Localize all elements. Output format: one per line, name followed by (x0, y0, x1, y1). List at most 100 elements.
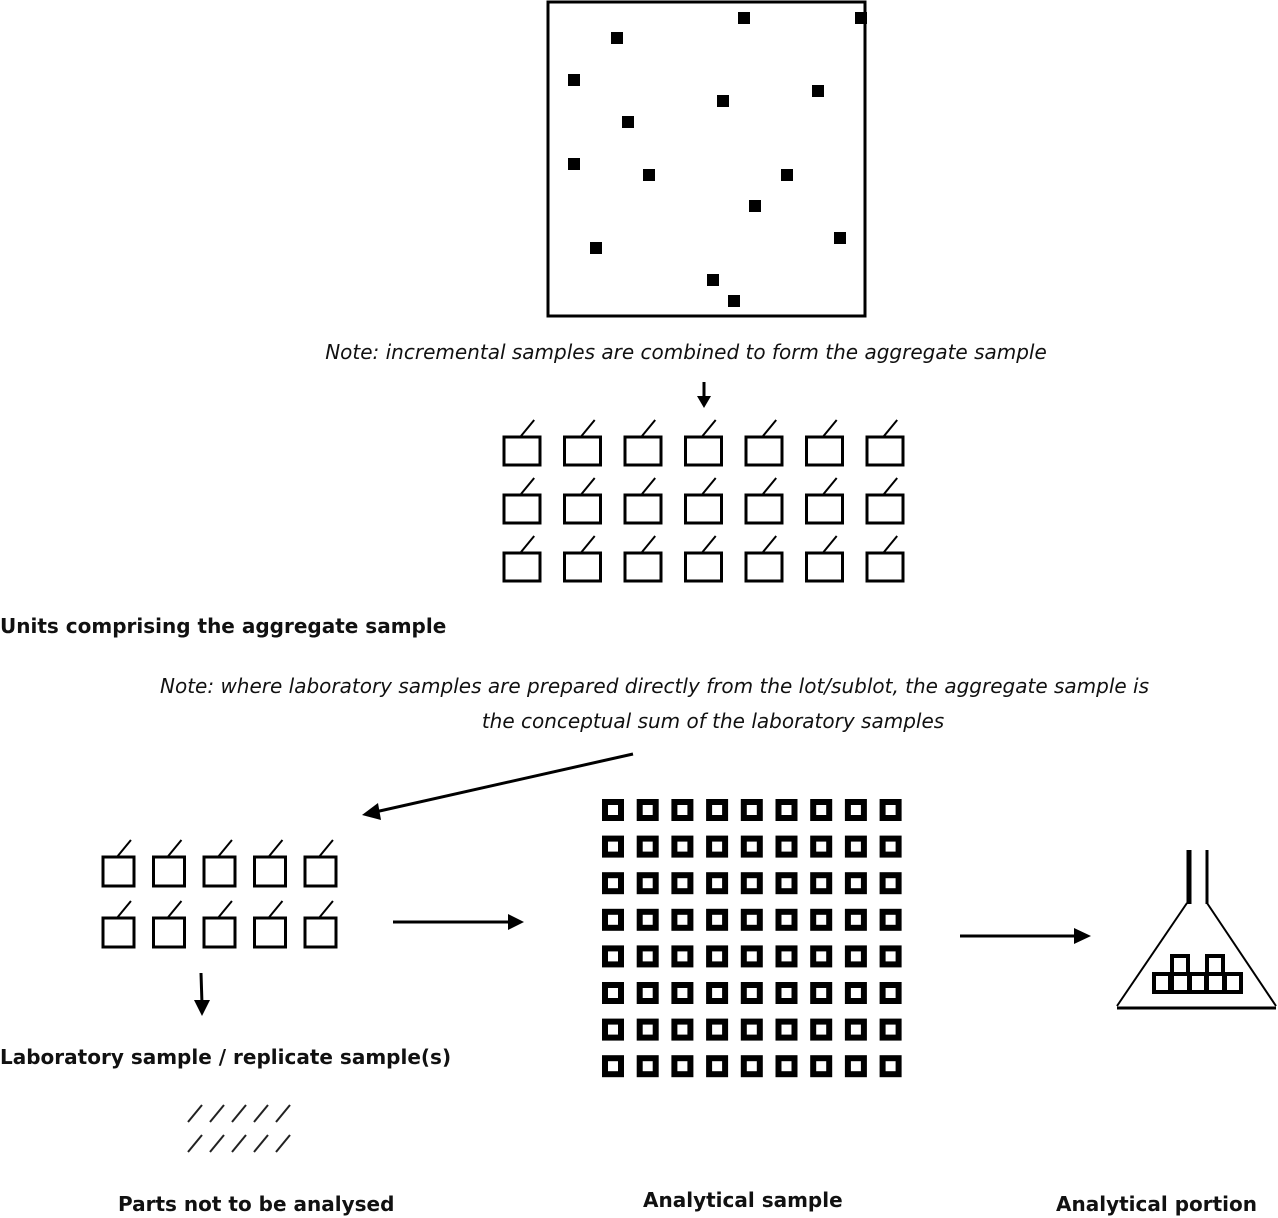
analytical-unit (775, 945, 798, 968)
sample-unit (684, 535, 723, 583)
sample-unit (502, 535, 542, 583)
slash-mark (231, 1104, 247, 1123)
analytical-unit (844, 799, 867, 821)
sample-unit (563, 535, 602, 583)
analytical-unit (740, 1055, 763, 1078)
analytical-unit (636, 982, 659, 1004)
analytical-unit (775, 908, 798, 931)
analytical-unit (671, 908, 694, 931)
analytical-unit (602, 1055, 624, 1078)
note-incremental: Note: incremental samples are combined t… (325, 340, 1047, 364)
sample-unit (744, 419, 784, 467)
analytical-unit (602, 835, 624, 858)
slash-mark (253, 1134, 269, 1153)
arrow-to-analytical-sample (393, 914, 524, 930)
analytical-unit (636, 835, 659, 858)
analytical-unit (879, 945, 902, 968)
incremental-sample-point (738, 12, 750, 24)
analytical-unit (775, 1055, 798, 1078)
sample-unit (805, 535, 844, 583)
arrow-to-lab-label (194, 972, 210, 1016)
sample-unit (563, 477, 602, 525)
analytical-unit (879, 872, 902, 895)
incremental-sample-point (781, 169, 793, 181)
slash-mark (253, 1104, 269, 1123)
note-laboratory-line1: Note: where laboratory samples are prepa… (160, 674, 1150, 698)
sample-unit (253, 900, 287, 949)
analytical-unit (810, 982, 833, 1004)
sample-unit (152, 839, 186, 888)
incremental-sample-point (812, 85, 824, 97)
analytical-unit (602, 945, 624, 968)
arrow-to-laboratory-sample (362, 752, 634, 820)
incremental-sample-point (590, 242, 602, 254)
note-laboratory-line2: the conceptual sum of the laboratory sam… (481, 709, 945, 733)
analytical-unit (740, 945, 763, 968)
analytical-unit (706, 1018, 729, 1041)
analytical-unit (844, 908, 867, 931)
analytical-unit (844, 982, 867, 1004)
sample-unit (623, 535, 663, 583)
slash-mark (231, 1134, 247, 1153)
analytical-unit (740, 982, 763, 1004)
analytical-portion-units (1152, 954, 1243, 994)
analytical-unit (775, 982, 798, 1004)
analytical-unit (636, 872, 659, 895)
incremental-samples (568, 12, 867, 307)
analytical-unit (602, 799, 624, 821)
sample-unit (684, 419, 723, 467)
incremental-sample-point (611, 32, 623, 44)
analytical-unit (844, 835, 867, 858)
sample-unit (805, 477, 844, 525)
analytical-unit (879, 908, 902, 931)
analytical-unit (671, 1018, 694, 1041)
laboratory-sample-units (101, 839, 338, 949)
sample-unit (152, 900, 186, 949)
incremental-sample-point (855, 12, 867, 24)
sample-unit (101, 900, 136, 949)
analytical-unit (879, 1055, 902, 1078)
analytical-unit (671, 1055, 694, 1078)
sample-unit (253, 839, 287, 888)
sample-unit (202, 900, 237, 949)
analytical-portion-label: Analytical portion (1056, 1192, 1258, 1216)
analytical-unit (810, 872, 833, 895)
analytical-unit (810, 835, 833, 858)
slash-mark (275, 1104, 291, 1123)
analytical-unit (671, 835, 694, 858)
analytical-unit (602, 982, 624, 1004)
analytical-unit (810, 799, 833, 821)
analytical-unit (602, 1018, 624, 1041)
analytical-unit (671, 872, 694, 895)
incremental-sample-point (749, 200, 761, 212)
analytical-unit (636, 945, 659, 968)
incremental-sample-point (568, 74, 580, 86)
analytical-sample-units (602, 799, 902, 1078)
incremental-sample-point (717, 95, 729, 107)
analytical-unit (671, 982, 694, 1004)
analytical-unit (706, 799, 729, 821)
laboratory-sample-label: Laboratory sample / replicate sample(s) (0, 1045, 452, 1069)
parts-not-analysed-label: Parts not to be analysed (118, 1192, 395, 1216)
analytical-unit (844, 1055, 867, 1078)
analytical-unit (706, 945, 729, 968)
sample-unit (303, 839, 338, 888)
lot-box (546, 0, 867, 318)
incremental-sample-point (643, 169, 655, 181)
analytical-unit (636, 1055, 659, 1078)
slash-mark (187, 1134, 203, 1153)
analytical-unit (879, 982, 902, 1004)
analytical-unit (706, 982, 729, 1004)
sample-unit (865, 419, 905, 467)
analytical-unit (602, 908, 624, 931)
analytical-unit (671, 945, 694, 968)
analytical-unit (636, 908, 659, 931)
slash-mark (275, 1134, 291, 1153)
analytical-unit (740, 908, 763, 931)
aggregate-sample-units (502, 419, 905, 583)
analytical-unit (810, 1055, 833, 1078)
analytical-unit (602, 872, 624, 895)
sample-unit (865, 535, 905, 583)
analytical-unit (706, 1055, 729, 1078)
